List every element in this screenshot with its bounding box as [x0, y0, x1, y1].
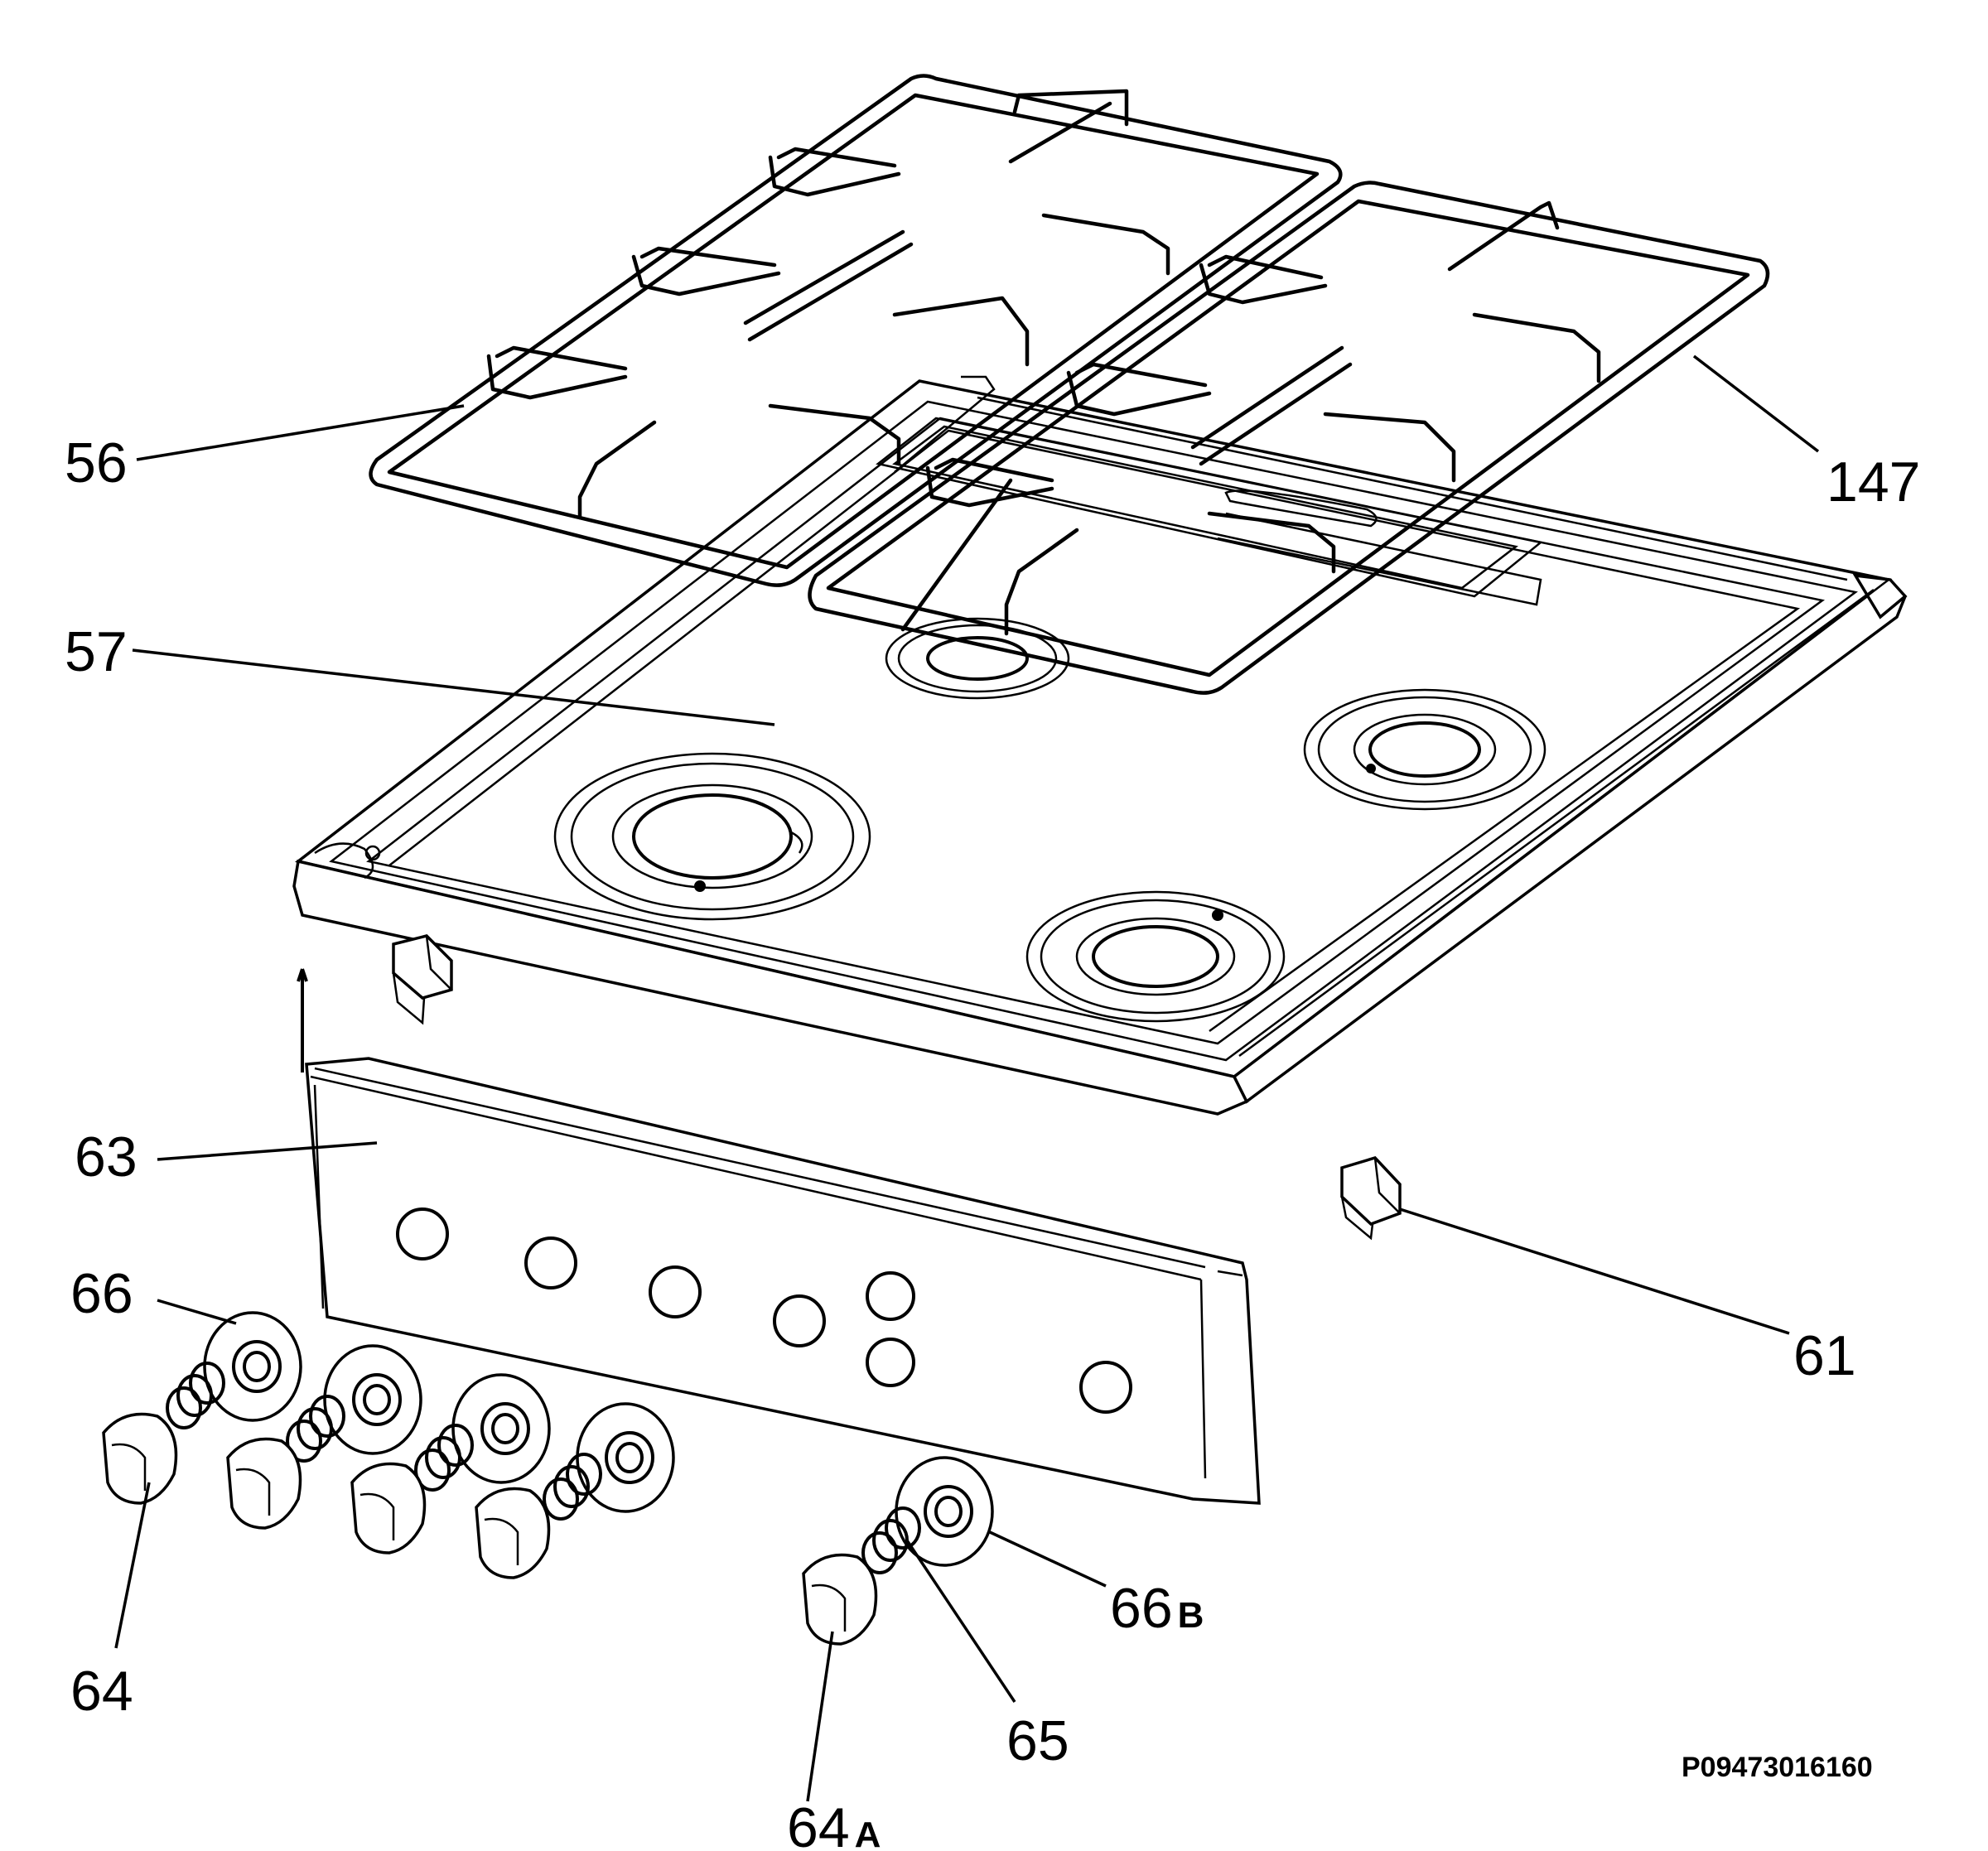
hob-top [292, 375, 1908, 1116]
document-code: P09473016160 [1682, 1752, 1873, 1783]
leader-lines [114, 354, 1820, 1802]
burner-front-right [1025, 890, 1286, 1023]
right-pan-support [808, 181, 1770, 695]
leader-64 [114, 1482, 151, 1649]
leader-61 [1399, 1207, 1790, 1335]
callout-66: 66 [70, 1262, 133, 1325]
burner-front-left [553, 752, 871, 921]
control-knob [102, 1412, 551, 1579]
leader-65 [905, 1540, 1016, 1703]
knob-bezel [203, 1311, 675, 1513]
callout-63: 63 [75, 1126, 138, 1188]
fixing-clip-left [392, 934, 453, 1025]
callout-61: 61 [1793, 1324, 1856, 1387]
callout-64a-suffix: A [855, 1815, 881, 1851]
control-knob-a [802, 1553, 878, 1646]
burner-rear-left [885, 617, 1070, 700]
leader-66 [157, 1299, 237, 1325]
control-panel [297, 968, 1261, 1505]
callout-66b-number: 66 [1110, 1577, 1173, 1640]
leader-56 [136, 404, 465, 461]
leader-66b [989, 1530, 1107, 1588]
callout-65: 65 [1006, 1709, 1069, 1772]
leader-57 [132, 648, 775, 726]
callout-64: 64 [70, 1660, 133, 1723]
knob-spring [166, 1362, 602, 1521]
callout-56: 56 [65, 431, 128, 494]
leader-147 [1692, 354, 1820, 453]
callout-147: 147 [1826, 451, 1920, 513]
leader-63 [157, 1141, 378, 1161]
leader-64a [806, 1631, 834, 1802]
callout-64a-number: 64 [787, 1796, 850, 1851]
callout-57: 57 [65, 620, 128, 683]
fixing-clip-right [1340, 1156, 1402, 1241]
left-pan-support [369, 74, 1343, 587]
callout-66b-suffix: B [1178, 1595, 1204, 1636]
burner-rear-right [1303, 688, 1546, 811]
